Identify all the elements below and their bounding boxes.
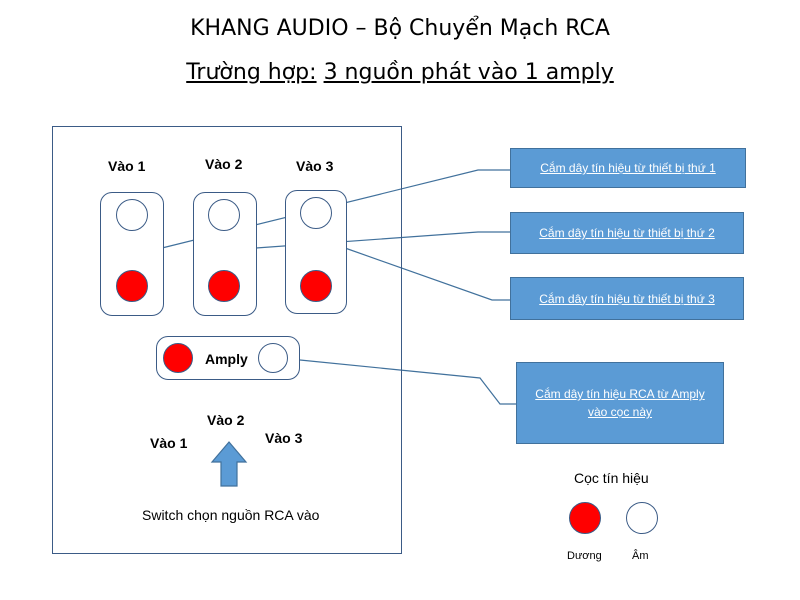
switch-position-3-label: Vào 3 — [265, 430, 303, 446]
input-1-positive-jack[interactable] — [116, 270, 148, 302]
switch-position-2-label: Vào 2 — [207, 412, 245, 428]
callout-input-2-text: Cắm dây tín hiệu từ thiết bị thứ 2 — [539, 226, 715, 240]
page-subtitle: Trường hợp: 3 nguồn phát vào 1 amply — [0, 60, 800, 85]
page-title: KHANG AUDIO – Bộ Chuyển Mạch RCA — [190, 16, 610, 41]
input-2-negative-jack[interactable] — [208, 199, 240, 231]
legend-negative-jack — [626, 502, 658, 534]
input-2-label: Vào 2 — [205, 156, 243, 172]
callout-input-1-text: Cắm dây tín hiệu từ thiết bị thứ 1 — [540, 161, 716, 175]
legend-positive-label: Dương — [567, 550, 602, 562]
callout-amply: Cắm dây tín hiệu RCA từ Amply vào cọc nà… — [516, 362, 724, 444]
input-1-label: Vào 1 — [108, 158, 146, 174]
subtitle-main: 3 nguồn phát vào 1 amply — [323, 60, 614, 85]
callout-input-3-text: Cắm dây tín hiệu từ thiết bị thứ 3 — [539, 291, 715, 306]
input-3-negative-jack[interactable] — [300, 197, 332, 229]
callout-input-3: Cắm dây tín hiệu từ thiết bị thứ 3 — [510, 277, 744, 320]
callout-amply-text: Cắm dây tín hiệu RCA từ Amply vào cọc nà… — [535, 387, 705, 419]
amply-positive-jack[interactable] — [163, 343, 193, 373]
switch-position-1-label: Vào 1 — [150, 435, 188, 451]
input-2-positive-jack[interactable] — [208, 270, 240, 302]
switch-caption: Switch chọn nguồn RCA vào — [142, 507, 320, 523]
switch-box-panel — [52, 126, 402, 554]
amply-label: Amply — [205, 351, 248, 367]
subtitle-prefix: Trường hợp: — [186, 60, 317, 85]
callout-input-1: Cắm dây tín hiệu từ thiết bị thứ 1 — [510, 148, 746, 188]
legend-negative-label: Âm — [632, 550, 649, 562]
connector-line-amply — [299, 359, 516, 405]
callout-input-2: Cắm dây tín hiệu từ thiết bị thứ 2 — [510, 212, 744, 254]
input-3-positive-jack[interactable] — [300, 270, 332, 302]
connector-line-1 — [161, 169, 511, 249]
connector-line-3 — [344, 247, 511, 301]
amply-negative-jack[interactable] — [258, 343, 288, 373]
legend-positive-jack — [569, 502, 601, 534]
input-3-label: Vào 3 — [296, 158, 334, 174]
switch-arrow-icon[interactable] — [210, 440, 248, 488]
input-1-negative-jack[interactable] — [116, 199, 148, 231]
legend-title: Cọc tín hiệu — [574, 470, 649, 486]
